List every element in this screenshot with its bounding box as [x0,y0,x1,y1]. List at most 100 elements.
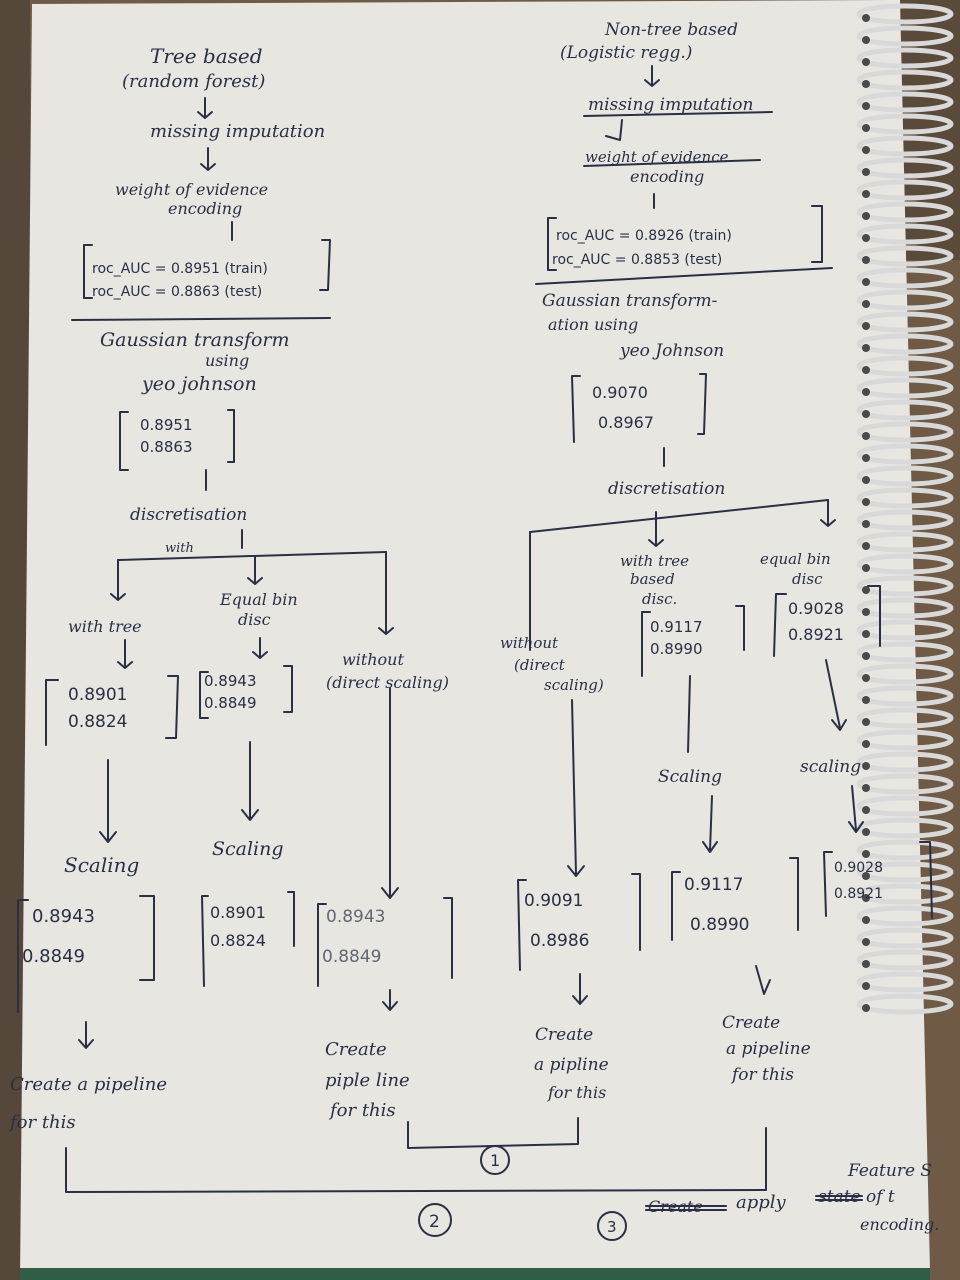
left-without-line1: without [342,650,404,669]
punch-hole [862,542,870,550]
spiral-ring [856,795,954,817]
left-arrow-1 [197,97,213,119]
left-sa-v1: 0.8943 [32,906,95,927]
spiral-ring [856,113,954,135]
left-arrow-pipe-b [382,989,398,1011]
marker-2-circle [418,1203,452,1237]
left-pipe-a-line1: Create a pipeline [10,1074,167,1095]
right-eb-v1: 0.9028 [788,599,844,618]
punch-hole [862,256,870,264]
right-pipe-d-line3: for this [730,1065,794,1085]
spiral-ring [856,311,954,333]
feature-line3: encoding. [860,1215,939,1234]
punch-hole [862,696,870,704]
footer-grouping: 1 2 3 Create apply state Feature S of t … [65,1117,939,1241]
left-sa-v2: 0.8849 [22,946,85,967]
punch-hole [862,828,870,836]
punch-hole [862,234,870,242]
right-divider [535,267,833,285]
left-disc: discretisation [130,505,247,525]
feature-line2: of t [866,1187,895,1207]
right-step-woe-line2: encoding [630,167,704,186]
right-pipe-d-line2: a pipeline [726,1039,811,1059]
left-sb-v2: 0.8824 [210,931,266,950]
right-wo-brackets [517,873,641,971]
punch-hole [862,168,870,176]
right-gauss-line2: ation using [548,315,638,334]
punch-hole [862,124,870,132]
spiral-ring [856,531,954,553]
right-sb-brackets [823,841,933,919]
right-without-line2: (direct [514,656,566,674]
left-arrow-wt [110,559,126,601]
marker-1: 1 [490,1151,500,1170]
left-scaling-b: Scaling [212,838,284,860]
left-gauss-brackets [119,409,235,471]
left-gauss-line1: Gaussian transform [100,329,290,351]
right-title-line1: Non-tree based [604,20,738,40]
spiral-ring [856,839,954,861]
left-arrow-wt-2 [117,639,133,669]
right-equal-bin-line2: disc [792,570,823,588]
spiral-ring [856,289,954,311]
strike-through-1 [645,1205,727,1211]
left-wo-v1: 0.8943 [326,907,385,927]
spiral-ring [856,333,954,355]
right-arrow-wt [648,511,664,547]
left-gauss-v2: 0.8863 [140,438,193,456]
right-with-tree-line1: with tree [620,552,689,570]
left-arrow-eb-3 [241,741,259,821]
right-title-line2: (Logistic regg.) [560,43,692,63]
punch-hole [862,586,870,594]
spiral-ring [856,597,954,619]
right-scaling-a: Scaling [658,767,722,787]
punch-hole [862,432,870,440]
spiral-ring [856,509,954,531]
left-pipe-b-line1: Create [325,1039,387,1060]
right-eb-brackets [773,585,881,657]
left-eb-v1: 0.8943 [204,672,257,690]
right-wo-v2: 0.8986 [530,931,589,951]
left-wt-brackets [45,675,179,746]
spiral-ring [856,443,954,465]
right-with-tree-line3: disc. [642,590,677,608]
punch-hole [862,366,870,374]
punch-hole [862,630,870,638]
punch-hole [862,388,870,396]
spiral-ring [856,201,954,223]
left-with-tree: with tree [68,617,142,636]
spiral-ring [856,553,954,575]
right-arrow-2 [605,119,623,141]
punch-hole [862,1004,870,1012]
punch-hole [862,784,870,792]
punch-hole [862,454,870,462]
footer-apply: apply [736,1192,787,1213]
left-split-line [117,551,387,561]
spiral-ring [856,135,954,157]
spiral-ring [856,377,954,399]
bracket-group-2 [65,1127,767,1193]
right-arrow-eb-3 [848,785,864,833]
right-roc-brackets [547,205,823,271]
right-sa-v2: 0.8990 [690,915,749,935]
right-sa-v1: 0.9117 [684,875,743,895]
punch-hole [862,58,870,66]
spiral-ring [856,751,954,773]
punch-hole [862,938,870,946]
punch-hole [862,300,870,308]
right-pipe-d-line1: Create [722,1013,780,1033]
right-wt-v1: 0.9117 [650,618,703,636]
spiral-ring [856,25,954,47]
left-arrow-wt-3 [99,759,117,843]
right-wt-v2: 0.8990 [650,640,703,658]
punch-hole [862,212,870,220]
left-scaling-a: Scaling [64,853,139,877]
strike-through-2 [815,1195,863,1201]
left-step-woe-line2: encoding [168,199,242,218]
left-pipe-a-line2: for this [8,1112,76,1133]
right-sb-v1: 0.9028 [834,860,883,876]
right-arrow-wo-2 [567,699,585,877]
spiral-ring [856,355,954,377]
right-scaling-b: scaling [800,757,861,777]
marker-2: 2 [429,1212,440,1232]
